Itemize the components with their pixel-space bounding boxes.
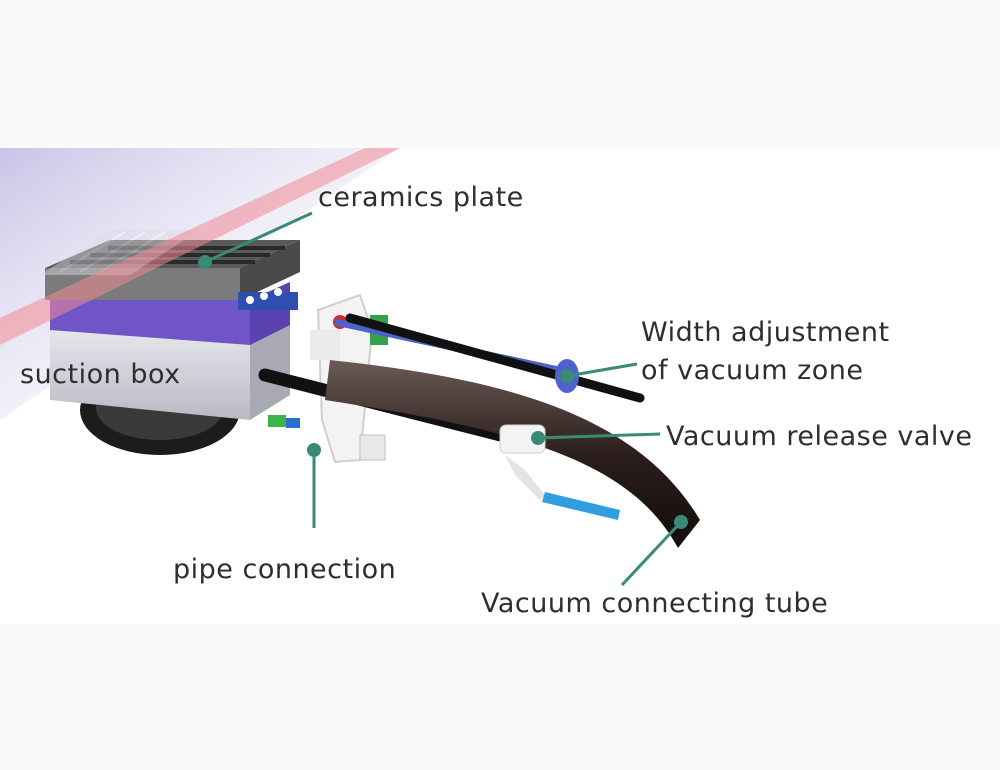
upper-black-rod [345, 313, 645, 403]
plate-grid-overlay [40, 230, 200, 275]
release-valve [499, 424, 620, 520]
label-vacuum-connecting-tube: Vacuum connecting tube [481, 588, 829, 619]
leader-line-ceramics-plate [204, 211, 313, 264]
label-width-adjustment-line1: Width adjustment [641, 317, 890, 348]
leader-line-width-adjustment [566, 362, 638, 378]
leader-line-vacuum-tube [620, 520, 683, 587]
vacuum-connecting-tube [325, 360, 700, 548]
label-pipe-connection: pipe connection [173, 554, 397, 585]
leader-dot-pipe-connection [307, 443, 321, 457]
leader-dot-width-adjustment [560, 369, 574, 383]
leader-dot-vacuum-tube [674, 515, 688, 529]
leader-lines [198, 211, 688, 587]
red-beam [0, 148, 400, 345]
label-width-adjustment-line2: of vacuum zone [641, 355, 864, 386]
leader-line-release-valve [537, 432, 661, 440]
label-ceramics-plate: ceramics plate [318, 182, 524, 213]
label-suction-box: suction box [20, 359, 181, 390]
label-vacuum-release-valve: Vacuum release valve [666, 421, 973, 452]
leader-dot-ceramics-plate [198, 255, 212, 269]
leader-dot-release-valve [531, 431, 545, 445]
